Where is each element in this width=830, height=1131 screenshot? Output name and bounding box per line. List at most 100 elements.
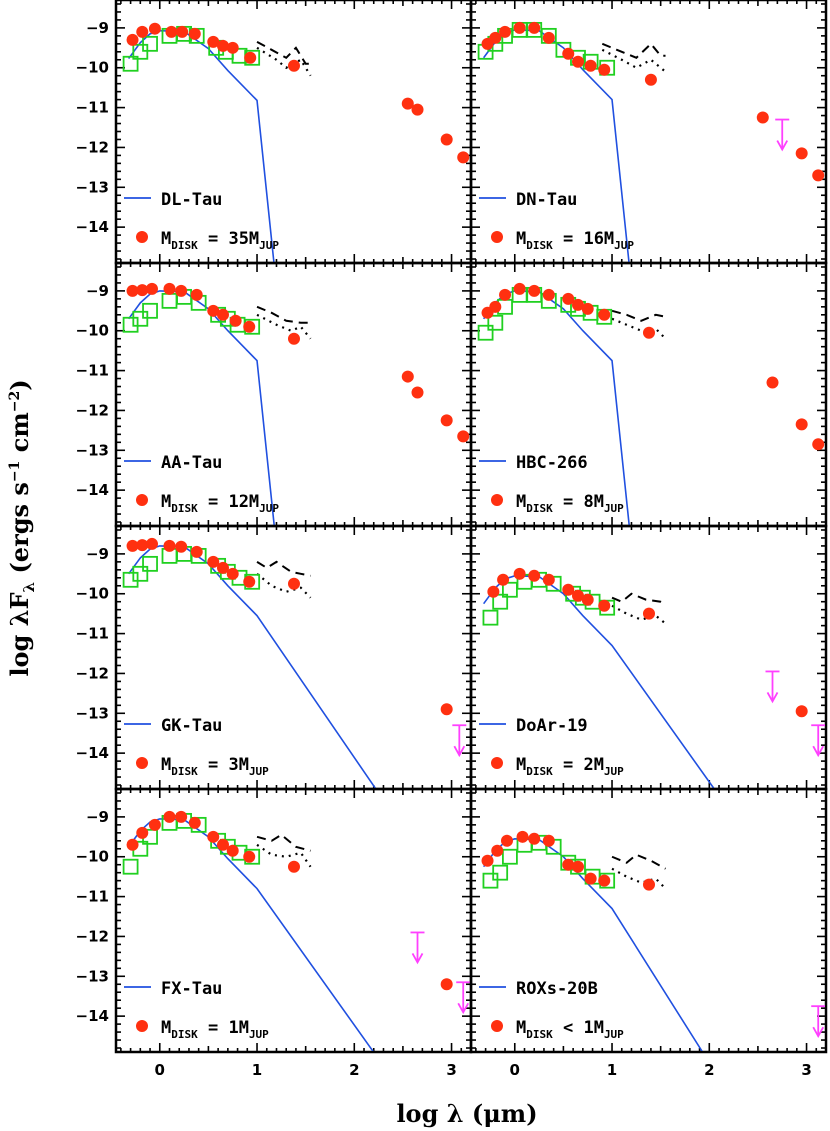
ir-spectrum-dashed [256, 305, 311, 324]
model-point [165, 25, 178, 38]
model-point [795, 418, 808, 431]
panel-frame [114, 787, 473, 1054]
model-point [207, 35, 220, 48]
model-point [175, 284, 188, 297]
x-tick-label: 3 [801, 1061, 811, 1079]
observed-point [502, 848, 518, 865]
model-point [491, 844, 504, 857]
panel-plot-area [482, 567, 825, 788]
y-tick-label: −12 [76, 138, 109, 156]
observed-point [122, 571, 139, 588]
legend-mass-part: JUP [604, 502, 624, 515]
legend-disk-mass: MDISK = 2MJUP [516, 755, 624, 778]
legend-mass-part: M [161, 229, 171, 249]
legend-mass-part: DISK [171, 765, 198, 778]
legend-disk-mass: MDISK = 16MJUP [516, 229, 634, 252]
x-tick-label: 0 [510, 1061, 520, 1079]
observed-point [492, 593, 509, 610]
legend-mass-part: DISK [171, 1028, 198, 1041]
model-point [598, 308, 611, 321]
model-point [598, 599, 611, 612]
legend-disk-mass: MDISK = 12MJUP [161, 492, 279, 515]
legend-disk-mass: MDISK = 3MJUP [161, 755, 269, 778]
y-tick-label: −11 [76, 99, 109, 117]
model-point [598, 63, 611, 76]
model-point [216, 308, 229, 321]
legend-mass-part: M [516, 492, 526, 512]
model-point [190, 545, 203, 558]
model-point [216, 39, 229, 52]
legend-star-name: HBC-266 [516, 453, 588, 473]
observed-point [502, 581, 518, 598]
y-tick-label: −14 [76, 744, 109, 762]
model-point [516, 830, 529, 843]
y-tick-label: −11 [76, 625, 109, 643]
legend-dot-swatch [136, 231, 148, 243]
model-point [440, 133, 453, 146]
upper-limit-arrow [775, 118, 790, 152]
upper-limit-head [766, 692, 779, 704]
observed-point [122, 55, 139, 72]
legend-mass-part: = 8M [553, 492, 604, 512]
panel-plot-area [477, 21, 825, 262]
panel-frame [469, 524, 828, 791]
observed-point [142, 555, 158, 572]
model-point [207, 555, 220, 568]
model-point [528, 569, 541, 582]
y-tick-label: −14 [76, 481, 109, 499]
model-point [571, 860, 584, 873]
model-point [581, 593, 594, 606]
observed-point [132, 565, 149, 582]
ir-spectrum-dotted [611, 604, 667, 625]
model-point [644, 73, 657, 86]
model-point [571, 55, 584, 68]
upper-limit-arrow [811, 724, 825, 758]
model-point [513, 21, 526, 34]
upper-limit-head [453, 745, 466, 758]
panel-plot-area [122, 22, 470, 262]
legend-mass-part: JUP [604, 1028, 624, 1041]
y-tick-label: −13 [76, 441, 109, 459]
y-tick-label: −12 [76, 927, 109, 945]
legend-mass-part: M [516, 229, 526, 249]
model-point [440, 414, 453, 427]
model-point [411, 103, 424, 116]
model-point [188, 27, 201, 40]
model-point [226, 567, 239, 580]
legend-mass-part: JUP [259, 502, 279, 515]
model-point [481, 854, 494, 867]
model-point [500, 834, 513, 847]
model-point [148, 22, 161, 35]
panel-frame [114, 524, 473, 791]
model-point [145, 537, 158, 550]
y-tick-label: −11 [76, 888, 109, 906]
model-point [499, 288, 512, 301]
legend-mass-part: JUP [614, 239, 634, 252]
legend-dot-swatch [136, 1020, 148, 1032]
model-point [528, 284, 541, 297]
model-point [207, 830, 220, 843]
x-tick-label: 1 [252, 1061, 262, 1079]
model-point [145, 282, 158, 295]
panel-plot-area [122, 810, 470, 1051]
legend-mass-part: M [161, 1018, 171, 1038]
model-point [571, 589, 584, 602]
model-point [190, 288, 203, 301]
model-point [163, 539, 176, 552]
model-point [528, 21, 541, 34]
y-tick-label: −12 [76, 664, 109, 682]
x-tick-label: 1 [607, 1061, 617, 1079]
model-point [562, 47, 575, 60]
model-point [126, 284, 139, 297]
x-axis-title: log λ (μm) [396, 1099, 537, 1128]
panel-frame [469, 787, 828, 1054]
model-point [581, 302, 594, 315]
model-point [642, 878, 655, 891]
ir-spectrum-dotted [256, 572, 312, 599]
legend-mass-part: DISK [526, 765, 553, 778]
model-point [163, 810, 176, 823]
upper-limit-arrow [456, 981, 470, 1015]
legend-mass-part: JUP [604, 765, 624, 778]
